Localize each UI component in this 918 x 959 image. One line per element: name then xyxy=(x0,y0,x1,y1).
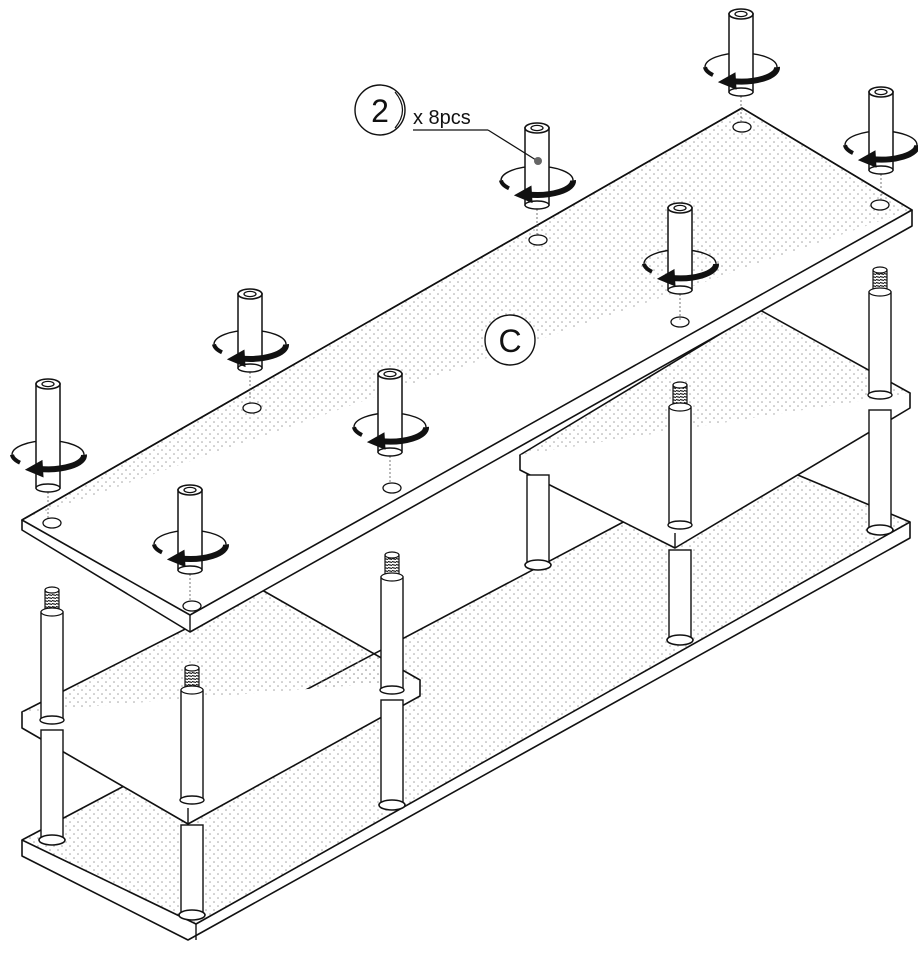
part-callout: 2 x 8pcs xyxy=(354,84,542,165)
board-label: C xyxy=(484,314,536,366)
standoff-spacer-icon xyxy=(703,8,780,122)
mounting-hole xyxy=(670,316,690,328)
clockwise-arrow-icon xyxy=(352,426,429,450)
mounting-hole xyxy=(242,402,262,414)
clockwise-arrow-icon xyxy=(843,144,918,168)
middle-shelf-right xyxy=(519,309,911,549)
part-number-text: 2 xyxy=(371,93,389,129)
threaded-post-icon xyxy=(667,381,693,530)
post-lower xyxy=(524,474,552,571)
board-label-text: C xyxy=(498,323,521,359)
middle-shelf-left xyxy=(21,589,421,825)
post-lower xyxy=(666,549,694,646)
mounting-hole xyxy=(732,121,752,133)
top-shelf-holes xyxy=(42,121,890,612)
standoff-spacer-icon xyxy=(642,202,719,320)
threaded-post-icon xyxy=(867,266,893,400)
clockwise-arrow-icon xyxy=(703,66,780,90)
clockwise-arrow-icon xyxy=(642,263,719,287)
standoff-spacer-icon xyxy=(212,288,289,398)
quantity-text: x 8pcs xyxy=(413,107,471,129)
mounting-hole xyxy=(42,517,62,529)
threaded-post-icon xyxy=(179,664,205,805)
mounting-hole xyxy=(182,600,202,612)
standoff-spacer-icon xyxy=(152,484,229,600)
threaded-post-icon xyxy=(379,551,405,695)
clockwise-arrow-icon xyxy=(10,454,87,478)
post-lower xyxy=(378,699,406,811)
lower-posts xyxy=(38,409,894,921)
standoff-spacer-icon xyxy=(843,86,918,200)
standoff-spacer-icon xyxy=(10,378,87,518)
mounting-hole xyxy=(870,199,890,211)
mounting-hole xyxy=(528,234,548,246)
clockwise-arrow-icon xyxy=(212,343,289,368)
standoff-spacer-icon xyxy=(352,368,429,482)
threaded-post-icon xyxy=(39,586,65,725)
clockwise-arrow-icon xyxy=(152,543,229,568)
standoffs xyxy=(10,8,918,600)
post-lower xyxy=(866,409,894,536)
post-lower xyxy=(178,824,206,921)
mounting-hole xyxy=(382,482,402,494)
clockwise-arrow-icon xyxy=(499,179,576,204)
standoff-spacer-icon xyxy=(499,122,576,235)
upper-posts xyxy=(39,266,893,805)
post-lower xyxy=(38,729,66,846)
